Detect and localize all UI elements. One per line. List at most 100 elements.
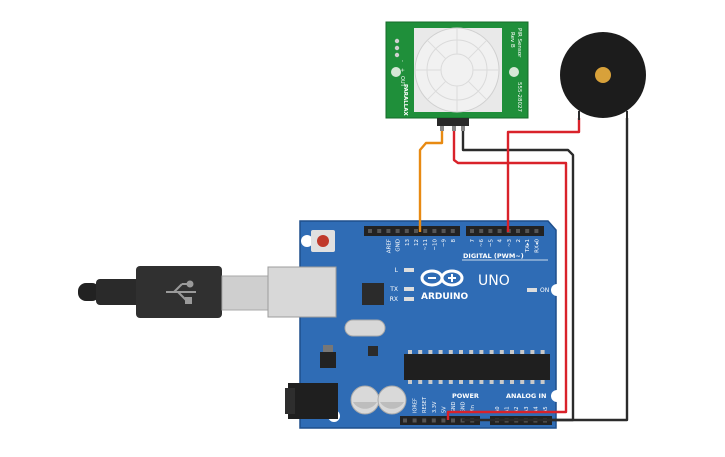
small-chip (368, 346, 378, 356)
pir-pin-vcc[interactable] (452, 126, 456, 131)
pir-pin-label: OUT (399, 76, 405, 88)
arduino-wordmark: ARDUINO (421, 292, 469, 302)
digital-header-left (364, 226, 460, 236)
power-pin-label: 3.3V (432, 401, 438, 413)
digital-pin-socket[interactable] (386, 229, 391, 233)
power-pin-socket[interactable] (431, 418, 436, 423)
digital-pin-socket[interactable] (432, 229, 437, 233)
chip-leg (520, 350, 525, 354)
chip-leg (469, 350, 474, 354)
digital-pin-socket[interactable] (377, 229, 382, 233)
chip-pins-top (408, 350, 545, 354)
pir-brand: PARALLAX (402, 84, 408, 117)
chip-leg (438, 350, 443, 354)
pir-facet-line (467, 80, 488, 101)
chip-leg (499, 350, 504, 354)
digital-header-right (466, 226, 544, 236)
pir-pin-label: - (399, 60, 405, 62)
digital-pin-label: ~9 (442, 239, 448, 248)
chip-leg (418, 350, 423, 354)
digital-pin-socket[interactable] (479, 229, 484, 233)
chip-leg (510, 350, 514, 354)
pir-hole-right (509, 67, 519, 77)
digital-pin-socket[interactable] (488, 229, 493, 233)
power-header (400, 416, 480, 425)
pir-hole-left (391, 67, 401, 77)
power-pin-label: RESET (422, 396, 428, 413)
chip-leg (510, 380, 514, 384)
wire-pir-out-to-pin12[interactable] (418, 126, 444, 232)
capacitor-1 (350, 385, 380, 415)
regulator-tab (323, 345, 333, 352)
piezo-buzzer[interactable] (560, 32, 646, 120)
analog-pin-label: A2 (514, 406, 520, 413)
dc-power-jack (288, 383, 338, 419)
digital-pin-socket[interactable] (516, 229, 520, 233)
pir-dome-facets (415, 28, 499, 112)
chip-leg (489, 350, 494, 354)
chip-leg (499, 380, 504, 384)
digital-pin-socket[interactable] (450, 229, 455, 233)
capacitor-2 (377, 385, 407, 415)
digital-pin-socket[interactable] (368, 229, 372, 233)
digital-pin-socket[interactable] (404, 229, 409, 233)
chip-leg (520, 380, 525, 384)
voltage-regulator (320, 352, 336, 368)
led-l (404, 268, 414, 272)
digital-pin-label: 4 (498, 239, 504, 243)
power-pin-label: GND (461, 401, 467, 413)
power-pin-socket[interactable] (451, 418, 455, 423)
mount-hole-1 (301, 235, 313, 247)
digital-pin-headers[interactable] (364, 226, 544, 236)
chip-leg (438, 380, 443, 384)
pir-pad (394, 52, 400, 58)
digital-pin-label: 12 (414, 239, 420, 246)
chip-leg (540, 380, 545, 384)
digital-pin-socket[interactable] (525, 229, 530, 233)
wire-buzzer-neg-to-a-header[interactable] (548, 118, 629, 422)
digital-pin-socket[interactable] (534, 229, 539, 233)
infinity-icon (420, 269, 464, 287)
wire-pir-vcc-to-5v[interactable] (446, 126, 568, 420)
chip-leg (530, 380, 535, 384)
digital-pin-label: 13 (405, 239, 411, 246)
pir-pin-gnd[interactable] (461, 126, 465, 131)
digital-pin-label: 2 (516, 239, 522, 243)
pir-facet-line (467, 39, 488, 60)
pir-pad (394, 45, 400, 51)
digital-pin-socket[interactable] (470, 229, 474, 233)
power-pin-socket[interactable] (441, 418, 446, 423)
chip-leg (448, 350, 453, 354)
power-pin-socket[interactable] (403, 418, 407, 423)
digital-pin-socket[interactable] (497, 229, 502, 233)
usb-cable[interactable] (78, 266, 271, 318)
arduino-uno-board[interactable]: L TX RX ON ARDUINO UNO DIGITAL (PWM~) PO… (267, 220, 563, 429)
led-indicators: L TX RX ON (389, 267, 549, 303)
power-pin-socket[interactable] (412, 418, 417, 423)
chip-leg (428, 350, 433, 354)
wire-buzzer-pos-to-pin3[interactable] (506, 118, 581, 232)
pir-facet-line (426, 80, 447, 101)
pir-title: PIR Sensor (516, 28, 522, 58)
chip-leg (459, 350, 463, 354)
led-label-rx: RX (390, 296, 398, 303)
atmega-chip (404, 354, 550, 380)
pir-sensor[interactable]: PIR Sensor Rev B 555-28027 PARALLAX -+OU… (385, 21, 529, 131)
analog-header-label: ANALOG IN (506, 392, 546, 400)
digital-pin-socket[interactable] (441, 229, 446, 233)
digital-pin-socket[interactable] (423, 229, 428, 233)
usb-controller-chip (362, 283, 384, 305)
digital-pin-label: ~6 (479, 239, 485, 248)
buzzer-center (595, 67, 611, 83)
digital-pin-socket[interactable] (395, 229, 400, 233)
arduino-model: UNO (478, 273, 510, 289)
pir-pin-out[interactable] (440, 126, 444, 131)
digital-pin-socket[interactable] (414, 229, 418, 233)
reset-button[interactable] (317, 235, 329, 247)
led-rx (404, 297, 414, 301)
power-pin-socket[interactable] (422, 418, 427, 423)
pir-rev: Rev B (509, 32, 515, 48)
